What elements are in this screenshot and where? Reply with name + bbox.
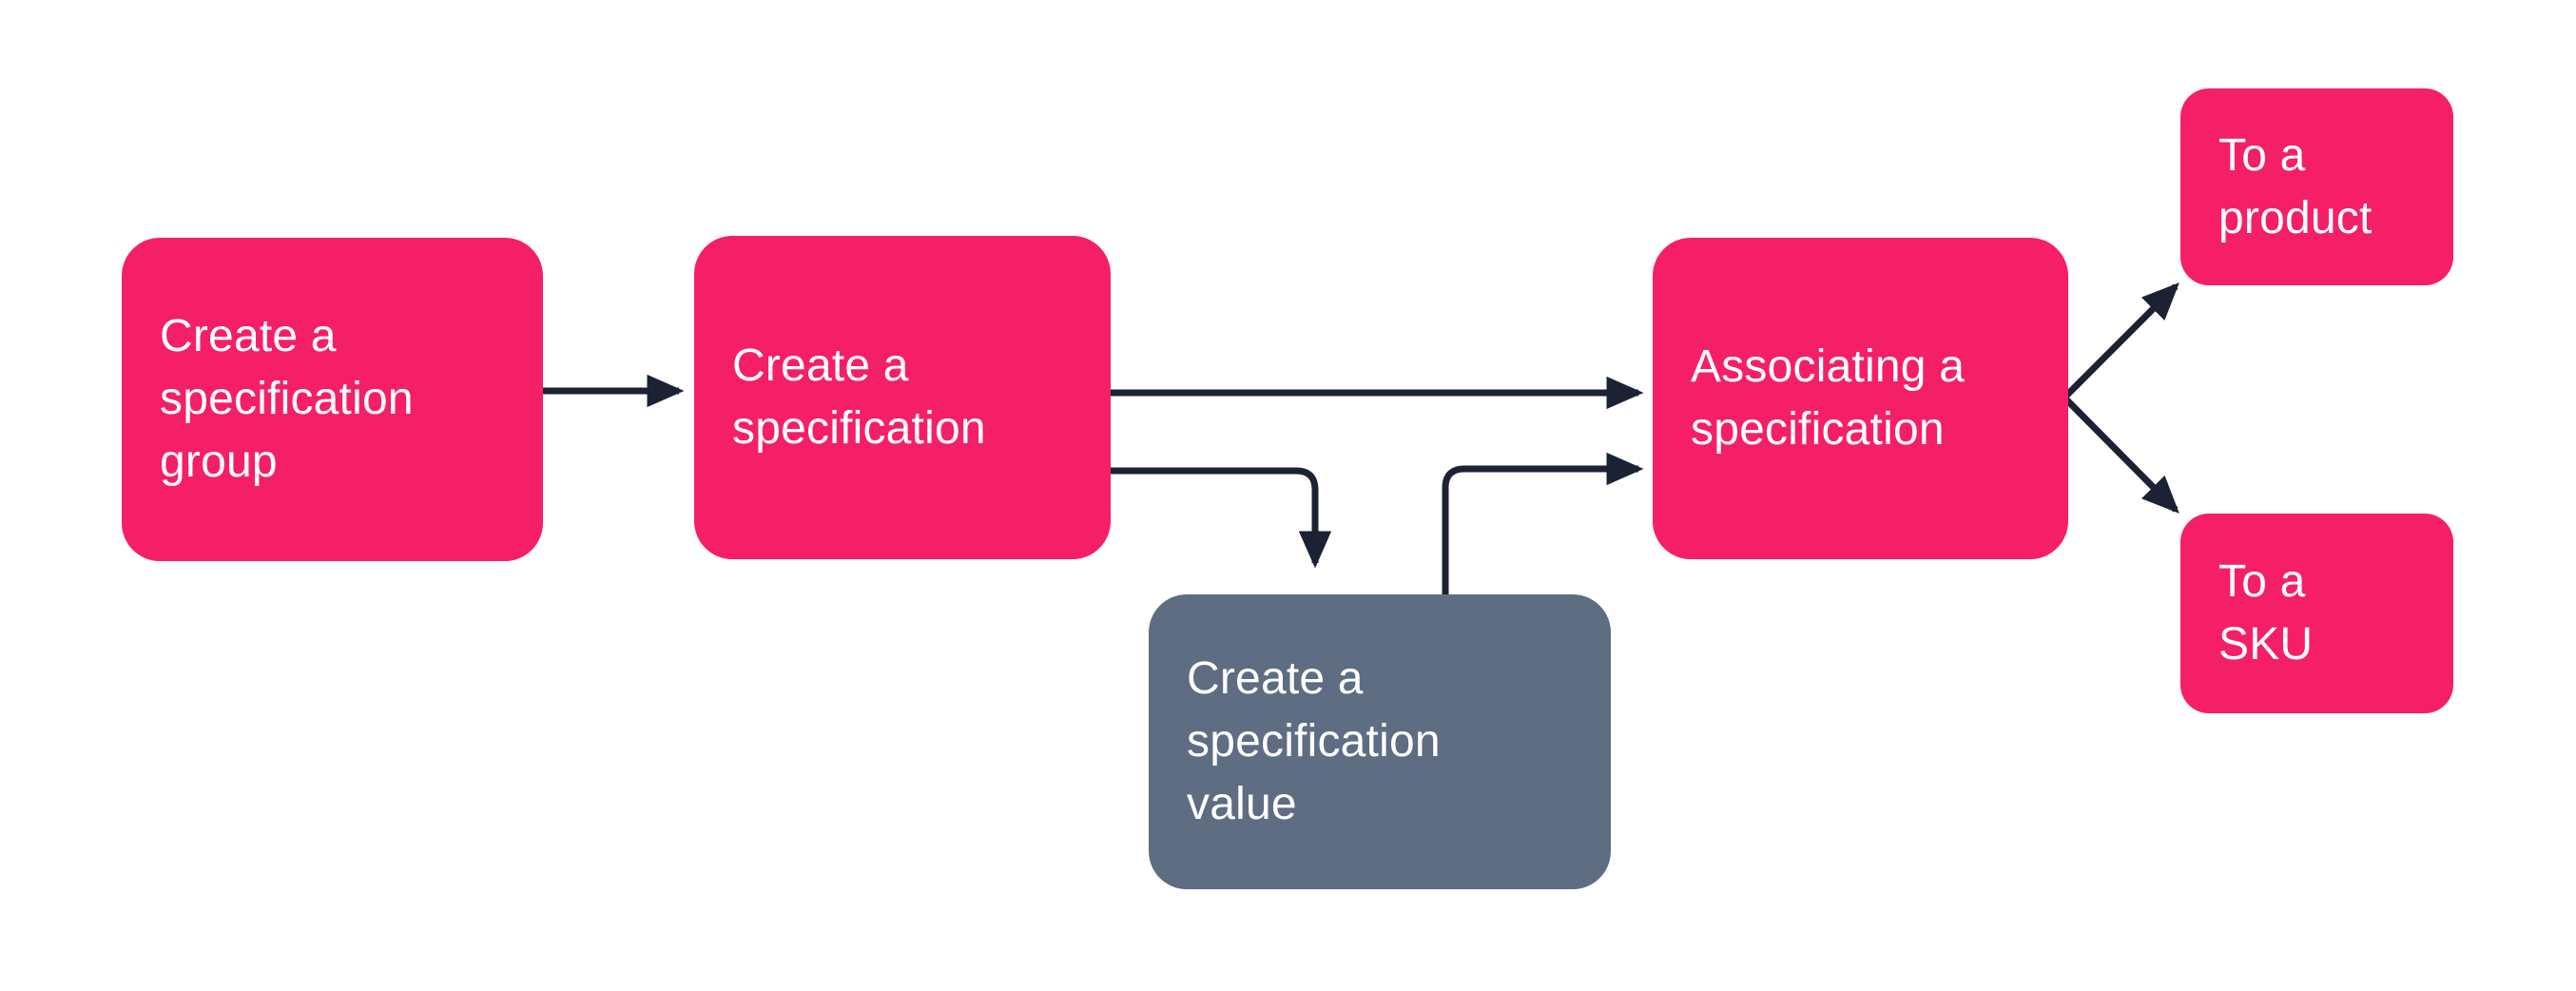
- node-to-a-sku[interactable]: To a SKU: [2180, 514, 2453, 713]
- edge-spec-value-to-associating: [1442, 452, 1644, 594]
- node-associating-a-specification[interactable]: Associating a specification: [1653, 238, 2068, 559]
- node-label: To a SKU: [2218, 556, 2314, 670]
- node-label: Create a specification group: [160, 311, 414, 487]
- node-label: Create a specification value: [1187, 653, 1441, 829]
- node-to-a-product[interactable]: To a product: [2180, 88, 2453, 285]
- node-create-specification[interactable]: Create a specification: [694, 236, 1111, 559]
- node-create-specification-value[interactable]: Create a specification value: [1149, 594, 1611, 889]
- node-label: Create a specification: [732, 340, 986, 454]
- edge-associating-to-sku: [2062, 395, 2179, 514]
- edge-associating-to-product: [2062, 282, 2179, 400]
- edge-spec-to-spec-value: [1111, 467, 1332, 569]
- node-label: Associating a specification: [1691, 341, 1966, 455]
- node-label: To a product: [2218, 129, 2373, 243]
- node-create-specification-group[interactable]: Create a specification group: [122, 238, 543, 561]
